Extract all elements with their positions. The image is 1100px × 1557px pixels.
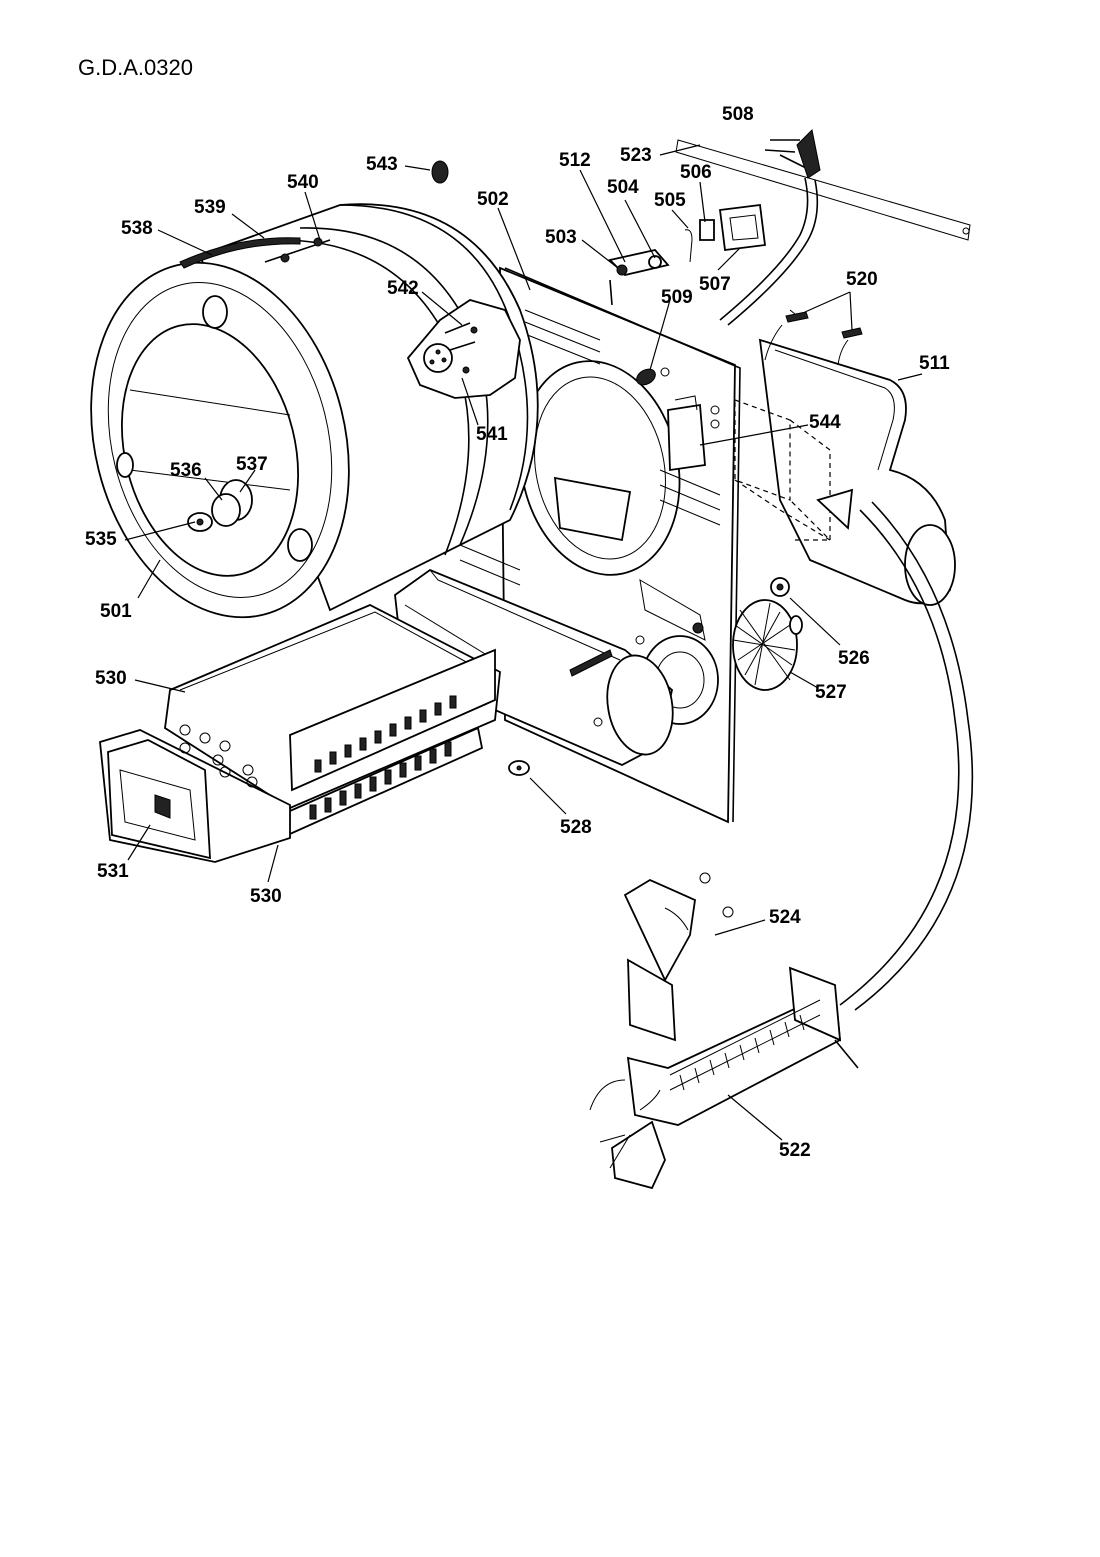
label-512: 512	[559, 150, 591, 171]
label-542: 542	[387, 278, 419, 299]
label-538: 538	[121, 218, 153, 239]
label-501: 501	[100, 601, 132, 622]
label-535: 535	[85, 529, 117, 550]
label-506: 506	[680, 162, 712, 183]
label-524: 524	[769, 907, 801, 928]
drum	[90, 203, 539, 619]
filter-housing	[99, 604, 501, 863]
label-508: 508	[722, 104, 754, 125]
blower-duct	[394, 568, 674, 766]
mains-cable	[675, 128, 971, 326]
fan-impeller	[508, 577, 803, 776]
heater-assembly	[589, 872, 859, 1190]
label-541: 541	[476, 424, 508, 445]
label-509: 509	[661, 287, 693, 308]
label-504: 504	[607, 177, 639, 198]
label-537: 537	[236, 454, 268, 475]
label-505: 505	[654, 190, 686, 211]
label-540: 540	[287, 172, 319, 193]
label-531: 531	[97, 861, 129, 882]
leader-lines	[124, 144, 923, 1141]
part-543-cap	[431, 160, 449, 184]
label-522: 522	[779, 1140, 811, 1161]
label-530-upper: 530	[95, 668, 127, 689]
label-507: 507	[699, 274, 731, 295]
part-labels: 501 502 503 504 505 506 507 508 509 511 …	[85, 104, 950, 1161]
label-543: 543	[366, 154, 398, 175]
document-code: G.D.A.0320	[78, 55, 193, 80]
label-503: 503	[545, 227, 577, 248]
label-528: 528	[560, 817, 592, 838]
assembly-arrow	[816, 488, 974, 1011]
label-502: 502	[477, 189, 509, 210]
label-539: 539	[194, 197, 226, 218]
label-511: 511	[919, 353, 950, 374]
label-527: 527	[815, 682, 847, 703]
label-544: 544	[809, 412, 841, 433]
label-523: 523	[620, 145, 652, 166]
label-526: 526	[838, 648, 870, 669]
label-530-lower: 530	[250, 886, 282, 907]
label-536: 536	[170, 460, 202, 481]
label-520: 520	[846, 269, 878, 290]
